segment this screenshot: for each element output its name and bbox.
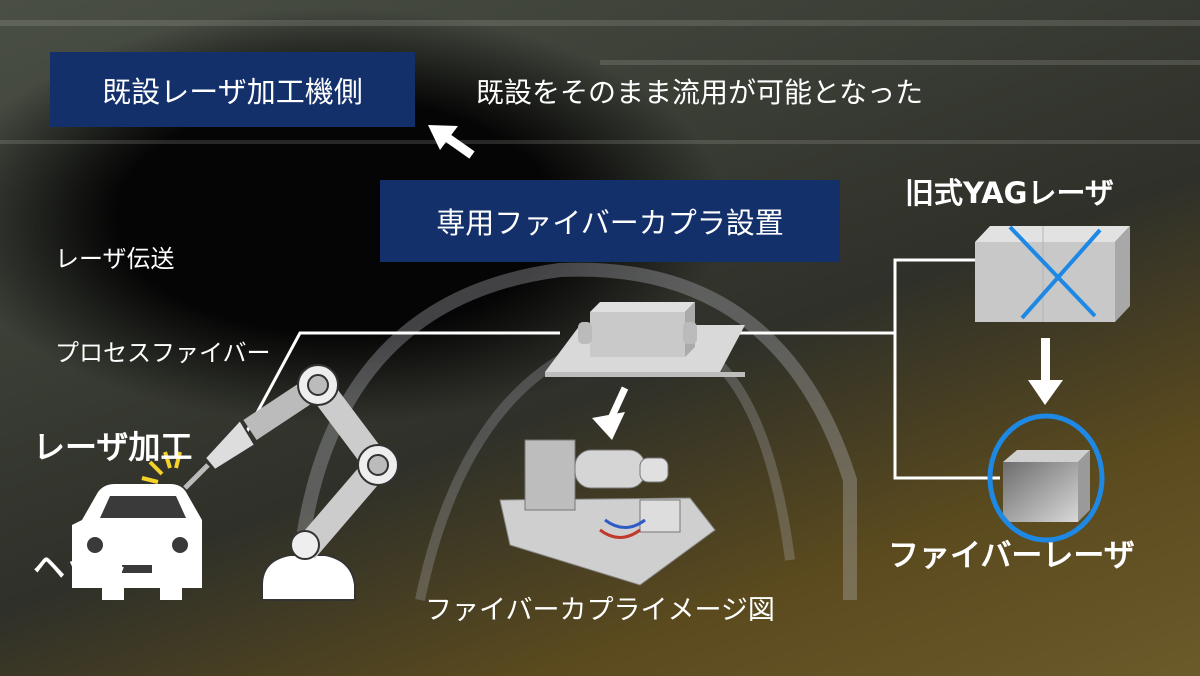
- fiber-coupler-icon: [545, 302, 745, 377]
- fiber-laser-label: ファイバーレーザ: [888, 538, 1135, 574]
- coupler-install-text: 専用ファイバーカプラ設置: [436, 206, 784, 240]
- process-fiber-line1: レーザ伝送: [55, 245, 175, 274]
- arrow-down-icon: [1028, 338, 1063, 405]
- coupler-image-caption: ファイバーカプライメージ図: [425, 595, 775, 626]
- process-fiber-label: レーザ伝送 プロセスファイバー: [55, 182, 271, 400]
- robot-arm-icon: [183, 364, 399, 601]
- spark-icon: [141, 451, 182, 484]
- fiber-coupler-photo: [499, 439, 716, 586]
- reuse-note: 既設をそのまま流用が可能となった: [476, 76, 924, 109]
- existing-machine-side-label: 既設レーザ加工機側: [50, 52, 415, 127]
- processing-head-label: レーザ加工 ヘッド: [33, 347, 192, 627]
- laser-connection-line: [893, 258, 1000, 480]
- yag-laser-icon: [975, 225, 1130, 322]
- existing-machine-side-text: 既設レーザ加工機側: [102, 74, 363, 109]
- car-icon: [72, 484, 202, 600]
- arrow-down-left-icon: [592, 386, 629, 440]
- arrow-up-left-icon: [428, 125, 475, 159]
- fiber-laser-icon: [987, 413, 1105, 543]
- processing-head-line1: レーザ加工: [33, 428, 193, 466]
- old-yag-laser-label: 旧式YAGレーザ: [905, 176, 1114, 210]
- background-beam: [600, 60, 1200, 65]
- background-beam: [0, 20, 1200, 26]
- background-beam: [0, 140, 1200, 144]
- processing-head-line2: ヘッド: [33, 548, 130, 586]
- process-fiber-line2: プロセスファイバー: [55, 338, 271, 367]
- coupler-install-label: 専用ファイバーカプラ設置: [380, 180, 840, 262]
- process-fiber-line: [236, 331, 560, 449]
